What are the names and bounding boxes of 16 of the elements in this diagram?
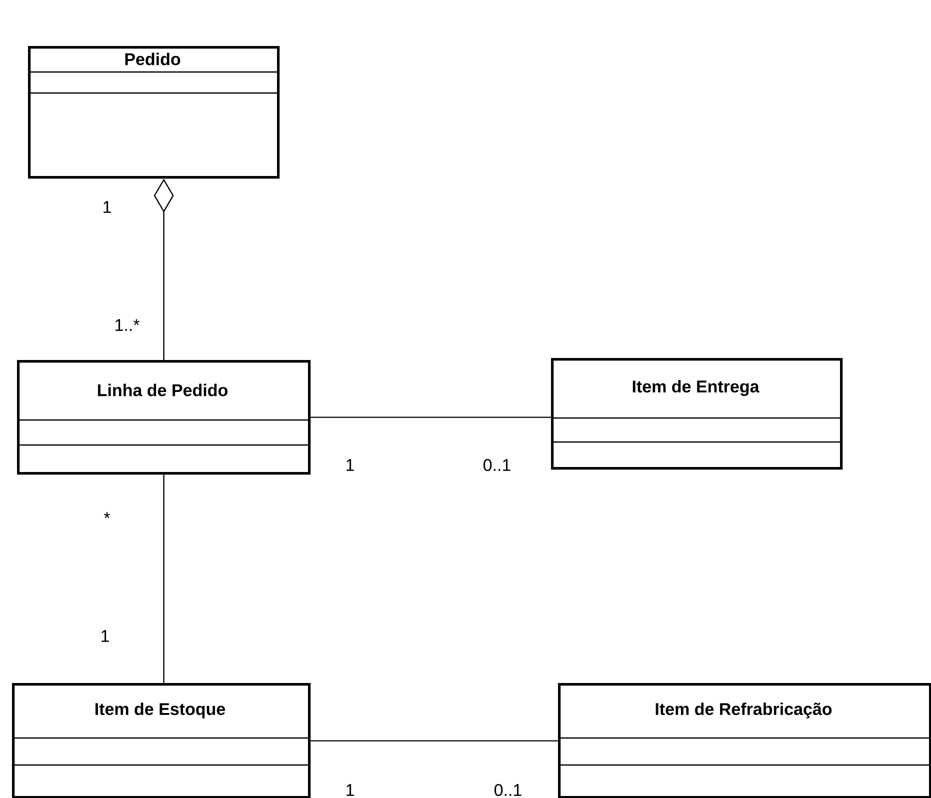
class-box: Item de Entrega xyxy=(551,358,843,470)
multiplicity-label: 1 xyxy=(102,630,109,642)
multiplicity-label: 0..1 xyxy=(484,458,510,472)
multiplicity-label: * xyxy=(104,512,110,518)
class-box: Item de Refrabricação xyxy=(558,683,931,798)
association-line xyxy=(163,474,164,683)
class-box: Pedido xyxy=(28,46,280,179)
multiplicity-label: 0..1 xyxy=(494,784,522,796)
association-line xyxy=(310,416,551,418)
class-box: Item de Estoque xyxy=(12,683,311,798)
class-box: Linha de Pedido xyxy=(17,360,311,475)
multiplicity-label: 1 xyxy=(346,459,354,471)
multiplicity-label: 1..* xyxy=(116,319,140,331)
association-line xyxy=(310,740,558,742)
multiplicity-label: 1 xyxy=(346,784,354,796)
multiplicity-label: 1 xyxy=(104,201,111,213)
